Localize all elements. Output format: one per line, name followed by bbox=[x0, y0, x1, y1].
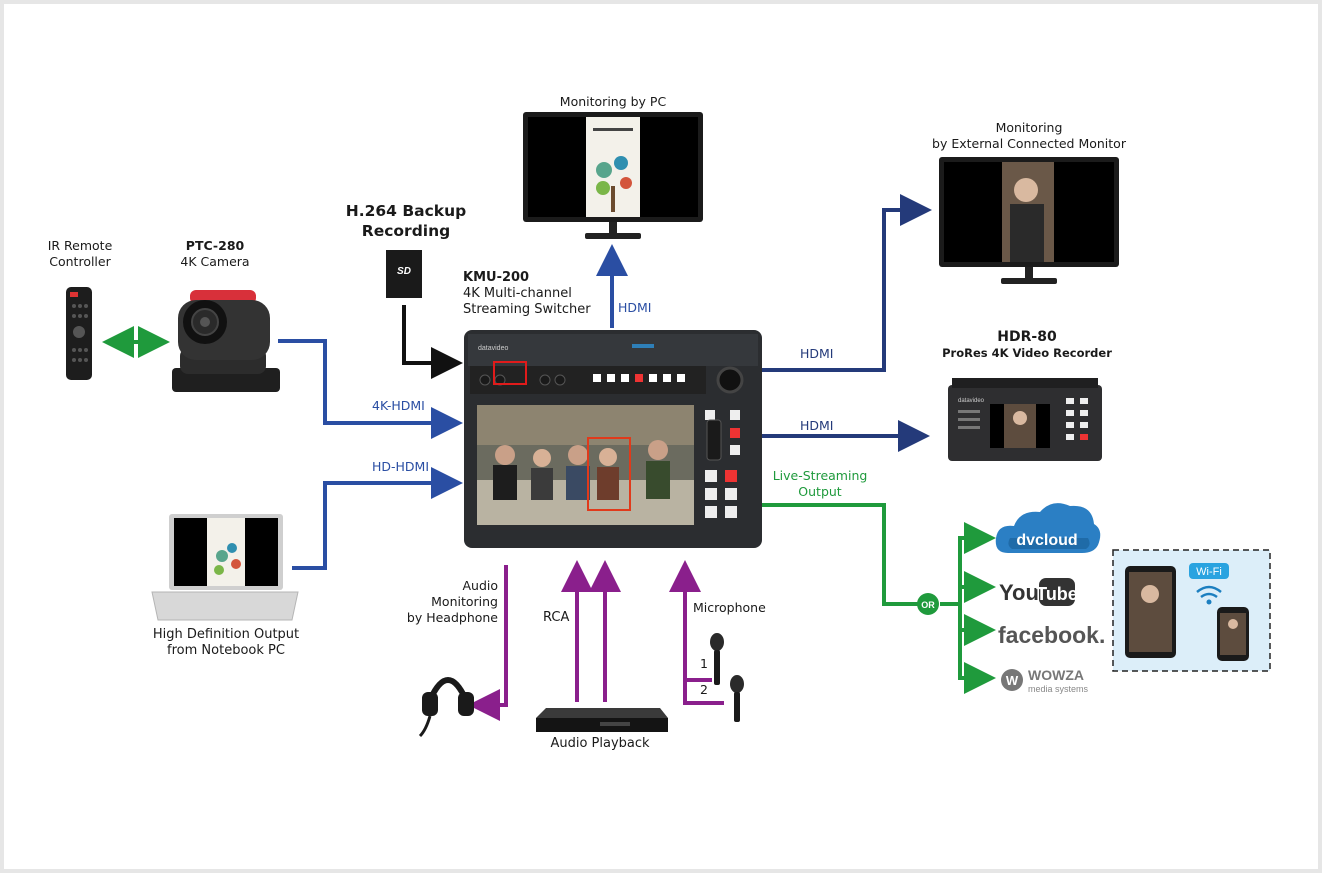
wowza-logo: W WOWZA media systems bbox=[1001, 667, 1089, 694]
label-h264-line2: Recording bbox=[361, 222, 451, 240]
wifi-text: Wi-Fi bbox=[1196, 566, 1222, 578]
link-hd-hdmi bbox=[292, 467, 463, 570]
label-notebook-line1: High Definition Output bbox=[152, 627, 300, 642]
label-mic-1: 1 bbox=[700, 656, 708, 671]
label-rca: RCA bbox=[543, 610, 570, 625]
label-monitor-ext-line1: Monitoring bbox=[995, 120, 1063, 135]
label-kmu-200: KMU-200 4K Multi-channel Streaming Switc… bbox=[463, 270, 591, 318]
label-kmu-sub2: Streaming Switcher bbox=[463, 302, 591, 317]
label-hdr-sub: ProRes 4K Video Recorder bbox=[942, 346, 1112, 360]
ptz-camera-icon bbox=[172, 290, 280, 392]
sd-card-icon: SD bbox=[386, 250, 422, 298]
or-text: OR bbox=[921, 600, 935, 610]
label-notebook-line2: from Notebook PC bbox=[167, 643, 285, 658]
label-ir-remote-line2: Controller bbox=[49, 254, 111, 269]
ir-remote-icon bbox=[66, 287, 92, 380]
label-audio-line3: by Headphone bbox=[406, 610, 498, 625]
label-ptc-sub: 4K Camera bbox=[180, 254, 250, 269]
label-hd-hdmi: HD-HDMI bbox=[372, 459, 430, 474]
label-hdmi-right2: HDMI bbox=[800, 418, 834, 433]
wowza-text: WOWZA bbox=[1028, 667, 1084, 683]
kmu-200-switcher-icon: datavideo bbox=[464, 330, 762, 548]
dvcloud-text: dvcloud bbox=[1016, 532, 1077, 549]
label-hdmi-right1: HDMI bbox=[800, 346, 834, 361]
sd-logo-text: SD bbox=[397, 266, 411, 277]
label-4k-hdmi: 4K-HDMI bbox=[372, 398, 425, 413]
label-kmu-sub1: 4K Multi-channel bbox=[463, 286, 572, 301]
label-h264: H.264 Backup Recording bbox=[336, 201, 476, 241]
label-audio-line2: Monitoring bbox=[431, 594, 498, 609]
label-hdr-title: HDR-80 bbox=[997, 329, 1057, 345]
pc-monitor-icon bbox=[523, 112, 703, 239]
facebook-logo: facebook. bbox=[998, 622, 1105, 648]
microphone-1-icon bbox=[710, 633, 724, 685]
label-ir-remote-line1: IR Remote bbox=[47, 238, 113, 253]
link-audio-headphone bbox=[468, 565, 508, 721]
label-monitor-pc: Monitoring by PC bbox=[559, 94, 667, 109]
label-kmu-title: KMU-200 bbox=[463, 270, 530, 285]
label-audio-monitoring: Audio Monitoring by Headphone bbox=[390, 578, 498, 626]
kmu-brand-text: datavideo bbox=[478, 345, 508, 352]
label-monitor-ext-line2: by External Connected Monitor bbox=[932, 136, 1126, 151]
svg-text:W: W bbox=[1006, 673, 1019, 688]
label-live-line1: Live-Streaming bbox=[772, 468, 868, 483]
label-ptc-title: PTC-280 bbox=[185, 238, 245, 253]
notebook-pc-icon bbox=[151, 514, 299, 621]
external-monitor-icon bbox=[939, 157, 1119, 284]
or-badge: OR bbox=[917, 593, 939, 615]
link-live-stream bbox=[762, 503, 922, 606]
label-mic-2: 2 bbox=[700, 682, 708, 697]
dvcloud-logo: dvcloud bbox=[995, 503, 1101, 553]
wowza-sub-text: media systems bbox=[1028, 684, 1089, 694]
youtube-you-text: You bbox=[999, 580, 1039, 605]
audio-playback-icon bbox=[536, 708, 668, 732]
label-h264-line1: H.264 Backup bbox=[345, 202, 467, 220]
link-4k-hdmi bbox=[278, 339, 463, 439]
label-audio-line1: Audio bbox=[462, 578, 498, 593]
youtube-logo: You Tube bbox=[999, 578, 1078, 606]
label-microphone: Microphone bbox=[693, 600, 766, 615]
label-ptc-280: PTC-280 4K Camera bbox=[160, 238, 270, 270]
link-hdmi-ext-monitor bbox=[762, 194, 932, 372]
wifi-devices-box: Wi-Fi bbox=[1112, 549, 1271, 672]
label-live-line2: Output bbox=[798, 484, 842, 499]
hdr-brand-text: datavideo bbox=[958, 398, 985, 404]
microphone-2-icon bbox=[730, 675, 744, 722]
youtube-tube-text: Tube bbox=[1036, 584, 1078, 604]
label-audio-playback: Audio Playback bbox=[550, 736, 650, 751]
hdr-80-recorder-icon: datavideo bbox=[948, 378, 1102, 461]
label-monitor-ext: Monitoring by External Connected Monitor bbox=[920, 120, 1138, 152]
label-live-streaming: Live-Streaming Output bbox=[770, 468, 870, 500]
facebook-text: facebook. bbox=[998, 622, 1105, 648]
label-hdr-80: HDR-80 ProRes 4K Video Recorder bbox=[936, 329, 1118, 361]
link-sd-backup bbox=[402, 305, 463, 379]
link-microphone bbox=[669, 560, 724, 705]
wifi-icon bbox=[1196, 585, 1222, 599]
label-notebook: High Definition Output from Notebook PC bbox=[138, 627, 314, 659]
headphone-icon bbox=[418, 677, 474, 738]
label-hdmi-top: HDMI bbox=[618, 300, 652, 315]
label-ir-remote: IR Remote Controller bbox=[40, 238, 120, 270]
